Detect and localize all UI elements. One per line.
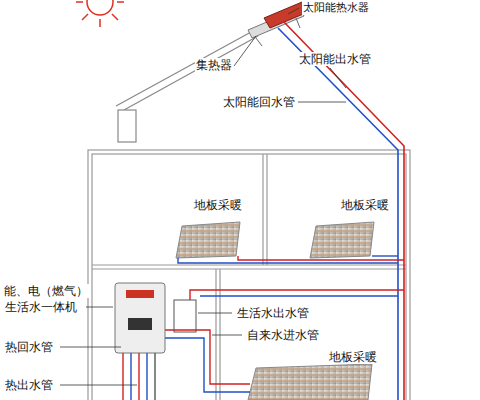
- callout-label: 地板采暖: [328, 350, 378, 364]
- callout-label: 太阳能回水管: [222, 95, 296, 109]
- solar-water-heater: [248, 2, 308, 46]
- callout-label: 地板采暖: [193, 198, 243, 212]
- roof: [116, 26, 262, 142]
- sun-symbol: [76, 0, 124, 27]
- combi-boiler: [115, 283, 196, 400]
- callout-label: 生活水一体机: [4, 300, 78, 314]
- callout-label: 能、电（燃气）: [3, 284, 89, 298]
- callout-label: 生活水出水管: [236, 306, 310, 320]
- callout-label: 热回水管: [4, 340, 54, 354]
- callout-label: 自来水进水管: [246, 328, 320, 342]
- branch-pipes: [165, 256, 404, 392]
- callout-label: 热出水管: [4, 378, 54, 392]
- callout-label: 太阳能出水管: [298, 52, 372, 66]
- callout-label: 集热器: [195, 58, 233, 72]
- callout-label: 地板采暖: [340, 198, 390, 212]
- house-walls: [88, 150, 410, 400]
- callout-label: 太阳能热水器: [302, 1, 370, 15]
- floor-heating-panels: [176, 222, 374, 400]
- solar-pipes: [278, 22, 404, 400]
